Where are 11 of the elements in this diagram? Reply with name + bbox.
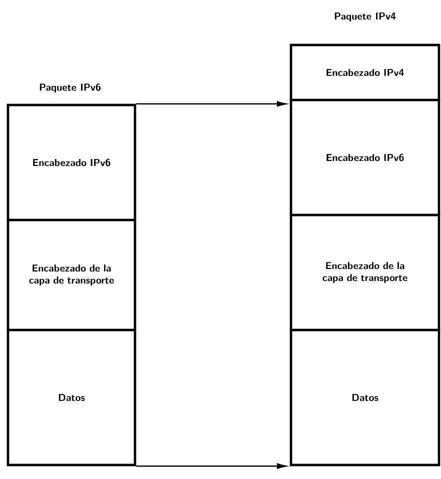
arrow xyxy=(136,101,286,107)
header-cell: Encabezado IPv4 xyxy=(290,44,440,102)
header-cell: Encabezado IPv6 xyxy=(6,104,136,222)
header-cell: Encabezado de la capa de transporte xyxy=(6,218,136,332)
arrow xyxy=(136,463,286,469)
header-cell: Datos xyxy=(6,328,136,466)
header-cell: Encabezado IPv6 xyxy=(290,98,440,216)
header-cell: Datos xyxy=(290,328,440,466)
node-label: Paquete IPv6 xyxy=(40,83,101,93)
header-cell: Encabezado de la capa de transporte xyxy=(290,214,440,332)
node-label: Paquete IPv4 xyxy=(334,12,396,22)
